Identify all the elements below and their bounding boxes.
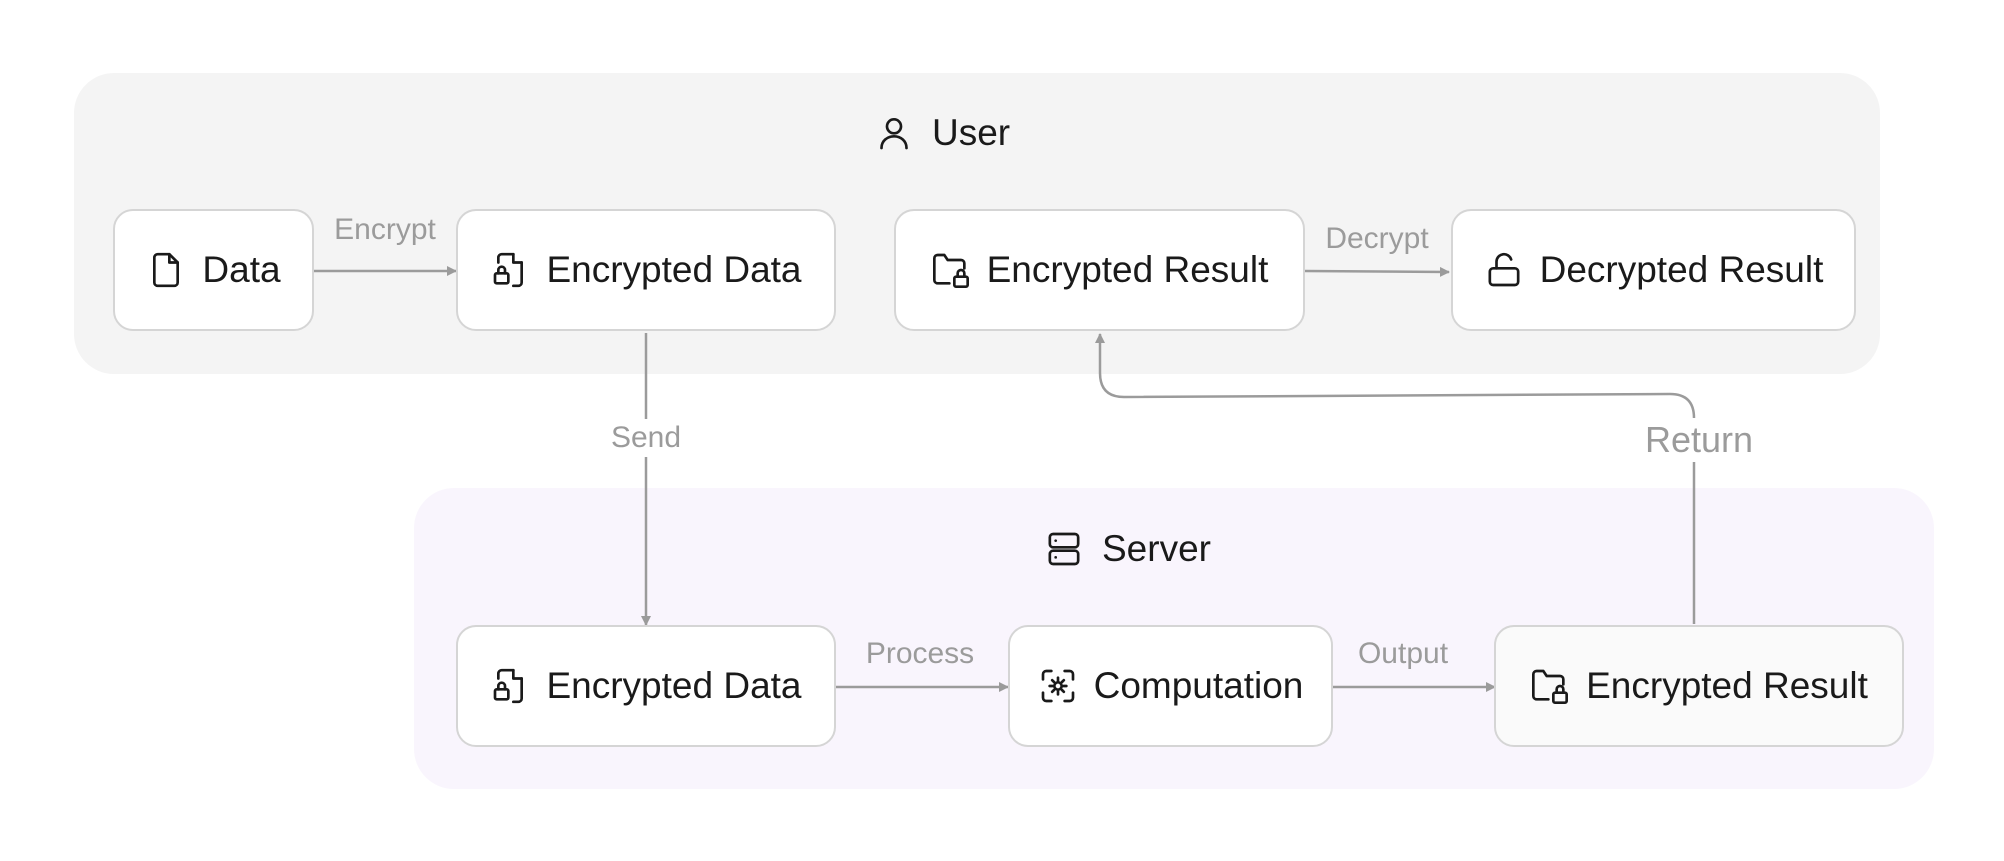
edge-label-process: Process [865,637,975,670]
node-decrypted-result[interactable]: Decrypted Result [1451,209,1856,331]
edge-label-send: Send [602,419,690,457]
node-data-label: Data [202,249,281,290]
node-encrypted-result-server[interactable]: Encrypted Result [1494,625,1904,747]
node-encrypted-data-user[interactable]: Encrypted Data [456,209,836,331]
edge-return [1095,333,1696,624]
node-computation-label: Computation [1093,665,1304,706]
file-icon [146,250,186,290]
edge-label-return: Return [1636,418,1762,462]
edge-label-encrypt: Encrypt [334,213,436,246]
node-encrypted-data-user-label: Encrypted Data [546,249,802,290]
node-encrypted-data-server-label: Encrypted Data [546,665,802,706]
node-encrypted-result-user[interactable]: Encrypted Result [894,209,1305,331]
file-lock-icon [490,250,530,290]
node-computation[interactable]: Computation [1008,625,1333,747]
node-encrypted-result-user-label: Encrypted Result [986,249,1269,290]
user-icon [874,113,914,153]
server-icon [1044,529,1084,569]
node-encrypted-data-server[interactable]: Encrypted Data [456,625,836,747]
cpu-gear-icon [1038,666,1078,706]
user-group-title: User [874,112,1010,154]
node-encrypted-result-server-label: Encrypted Result [1586,665,1868,706]
server-group-label: Server [1102,528,1211,569]
node-data[interactable]: Data [113,209,314,331]
lock-open-icon [1484,250,1524,290]
edge-label-output: Output [1357,637,1449,670]
node-decrypted-result-label: Decrypted Result [1539,249,1824,290]
edge-decrypt [1304,266,1450,277]
folder-lock-icon [1530,666,1570,706]
user-group-label: User [932,112,1011,153]
folder-lock-icon [931,250,971,290]
file-lock-icon [490,666,530,706]
edge-label-decrypt: Decrypt [1325,222,1429,255]
server-group-title: Server [1044,528,1211,570]
